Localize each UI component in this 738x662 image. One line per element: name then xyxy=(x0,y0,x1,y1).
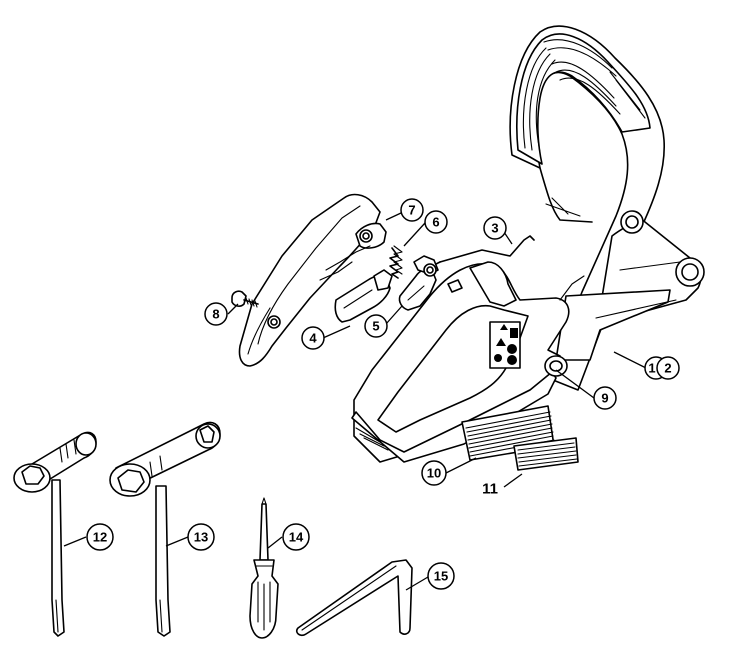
callout-4: 4 xyxy=(301,326,325,350)
svg-text:12: 12 xyxy=(93,530,107,545)
decal-icon xyxy=(513,437,579,471)
leader-lines xyxy=(63,212,647,591)
trigger-cover-icon xyxy=(238,193,387,367)
callout-10: 10 xyxy=(421,460,447,486)
callout-6: 6 xyxy=(424,210,448,234)
svg-text:10: 10 xyxy=(427,466,441,481)
svg-text:6: 6 xyxy=(432,215,439,230)
svg-text:4: 4 xyxy=(309,331,317,346)
wrench-icon xyxy=(13,431,97,637)
spring-icon xyxy=(389,245,403,279)
callout-2: 2 xyxy=(656,356,680,380)
svg-text:13: 13 xyxy=(194,530,208,545)
trigger-icon xyxy=(334,269,393,323)
screw-icon xyxy=(231,290,259,308)
callout-14: 14 xyxy=(282,523,310,551)
svg-text:15: 15 xyxy=(434,569,448,584)
svg-text:5: 5 xyxy=(372,319,379,334)
callout-7: 7 xyxy=(400,198,424,222)
svg-text:1: 1 xyxy=(648,361,655,376)
svg-text:9: 9 xyxy=(601,391,608,406)
wrench-icon xyxy=(109,421,221,637)
callout-5: 5 xyxy=(364,314,388,338)
throttle-rod-icon xyxy=(435,235,535,265)
callout-11: 11 xyxy=(482,481,498,498)
screwdriver-icon xyxy=(249,497,279,639)
svg-text:7: 7 xyxy=(408,203,415,218)
callout-3: 3 xyxy=(483,216,507,240)
hex-key-icon xyxy=(295,559,413,637)
svg-text:3: 3 xyxy=(491,221,498,236)
callout-15: 15 xyxy=(427,562,455,590)
interlock-lever-icon xyxy=(398,255,439,311)
callout-9: 9 xyxy=(593,386,617,410)
callout-13: 13 xyxy=(187,523,215,551)
svg-text:8: 8 xyxy=(212,307,219,322)
callout-8: 8 xyxy=(204,302,228,326)
handle-housing-icon xyxy=(351,25,705,463)
callout-12: 12 xyxy=(86,523,114,551)
svg-text:2: 2 xyxy=(664,361,671,376)
svg-text:14: 14 xyxy=(289,530,304,545)
svg-text:11: 11 xyxy=(482,481,498,498)
